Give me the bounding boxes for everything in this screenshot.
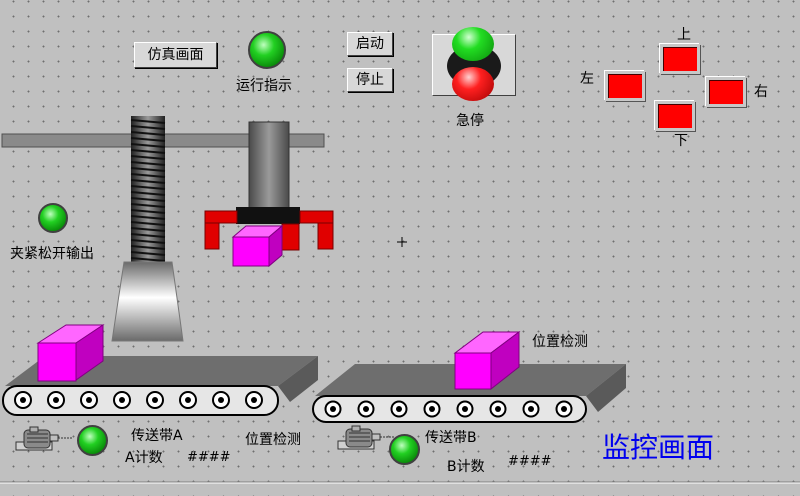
workpiece-b <box>453 331 521 391</box>
conveyor-b-lamp-icon <box>389 434 420 465</box>
motor-icon <box>14 426 72 454</box>
position-detect-a-label: 位置检测 <box>245 432 301 448</box>
position-detect-b-label: 位置检测 <box>532 334 588 350</box>
estop-green-icon <box>452 27 494 61</box>
conveyor-a-label: 传送带A <box>131 428 183 444</box>
start-button[interactable]: 启动 <box>347 32 393 56</box>
motor-icon <box>336 425 394 453</box>
workpiece-a <box>36 324 105 382</box>
gripper-jaws <box>204 210 334 251</box>
conveyor-a-lamp-icon <box>77 425 108 456</box>
gripper-shaft <box>248 121 290 211</box>
run-indicator-lamp-icon <box>248 31 286 69</box>
press-funnel <box>111 261 184 342</box>
clamp-output-lamp-icon <box>38 203 68 233</box>
sim-screen-button[interactable]: 仿真画面 <box>134 42 217 68</box>
screw-post <box>130 116 166 262</box>
count-b-label: B计数 <box>447 459 485 475</box>
count-b-value: #### <box>508 454 552 469</box>
conveyor-b-label: 传送带B <box>425 430 477 446</box>
left-label: 左 <box>580 71 594 87</box>
up-button[interactable] <box>660 44 700 74</box>
screen-title: 监控画面 <box>602 431 715 464</box>
run-indicator-label: 运行指示 <box>236 78 292 94</box>
count-a-value: #### <box>187 450 231 465</box>
right-button[interactable] <box>706 77 746 107</box>
right-label: 右 <box>754 84 768 100</box>
left-button[interactable] <box>605 71 645 101</box>
cursor-crosshair <box>397 237 407 247</box>
workpiece-gripped <box>231 224 284 268</box>
emergency-stop-icon[interactable] <box>432 27 516 101</box>
gripper-head <box>236 207 300 224</box>
clamp-output-label: 夹紧松开输出 <box>10 246 94 262</box>
down-button[interactable] <box>655 101 695 131</box>
up-label: 上 <box>677 27 691 43</box>
estop-label: 急停 <box>456 113 484 129</box>
stop-button[interactable]: 停止 <box>347 68 393 92</box>
conveyor-a <box>2 356 318 416</box>
estop-red-icon <box>452 67 494 101</box>
count-a-label: A计数 <box>125 450 163 466</box>
down-label: 下 <box>674 133 688 149</box>
